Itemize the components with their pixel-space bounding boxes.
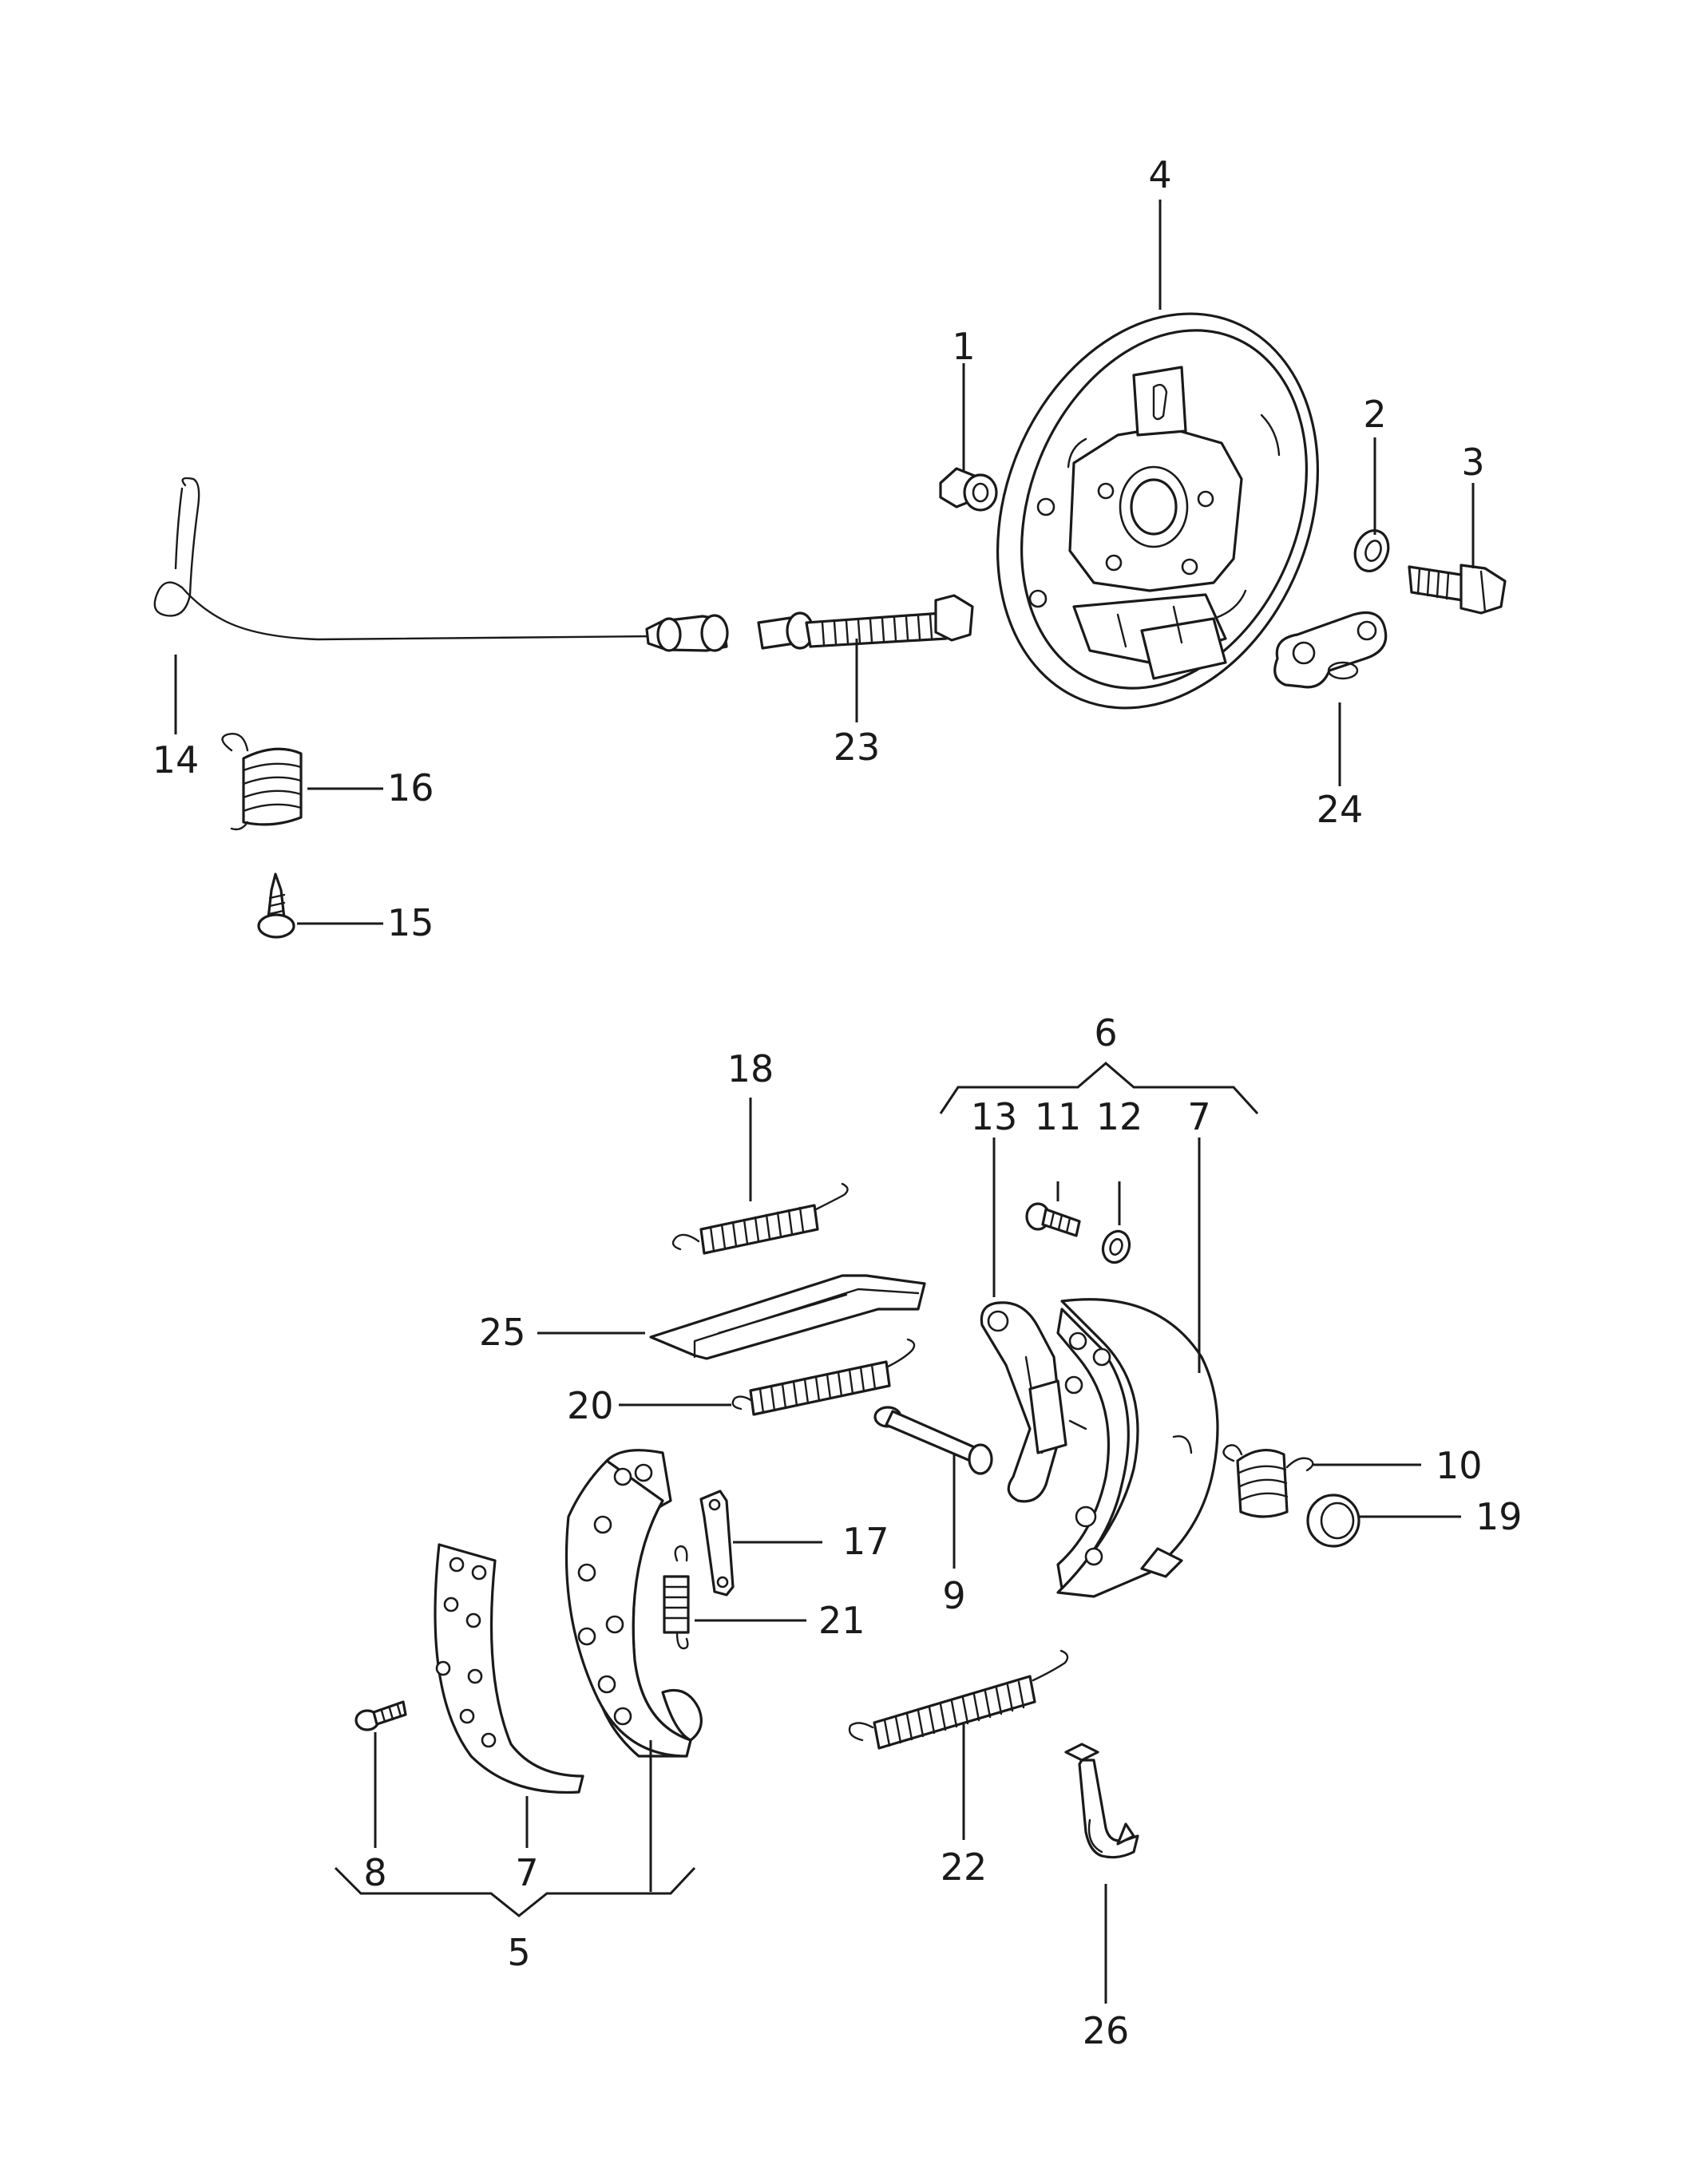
callout-6: 6 [1094,1011,1117,1054]
part-pin-9 [873,1406,993,1475]
part-backing-plate [996,312,1319,710]
callout-21: 21 [818,1599,865,1642]
callout-5: 5 [507,1931,530,1974]
callout-25: 25 [479,1311,526,1354]
leader-lines [174,200,1475,2004]
part-washer-12 [1101,1229,1131,1264]
part-screw-15 [257,872,295,939]
callout-19: 19 [1475,1495,1523,1538]
part-small-bolt [1025,1202,1081,1237]
part-coil-spring-10 [1222,1444,1314,1518]
callout-16: 16 [387,766,434,809]
part-cable-clamp [1273,611,1388,689]
callout-1: 1 [952,325,975,368]
callout-7-upper: 7 [1187,1095,1210,1138]
callout-14: 14 [152,738,200,781]
callout-2: 2 [1363,393,1386,436]
callout-8: 8 [363,1851,386,1894]
part-clip [1064,1743,1139,1859]
part-spring-22 [848,1649,1069,1750]
part-coil-spring-16 [221,733,303,831]
part-spring-20 [731,1338,916,1416]
part-adjuster-strut [649,1274,926,1360]
part-handbrake-cable [153,477,974,652]
part-brake-shoe-right [1056,1298,1219,1598]
callout-13: 13 [971,1095,1018,1138]
callout-12: 12 [1096,1095,1143,1138]
part-brake-shoe-left [564,1449,703,1758]
callout-15: 15 [387,901,434,944]
part-screw-8 [354,1700,407,1731]
part-hex-bolt [1408,564,1507,615]
callout-7-lower: 7 [515,1851,538,1894]
part-grommet [939,467,998,512]
callout-24: 24 [1317,788,1364,831]
part-spring-21 [663,1545,690,1650]
callout-10: 10 [1436,1444,1483,1487]
callout-9: 9 [942,1574,965,1617]
callout-26: 26 [1083,2009,1130,2052]
callout-3: 3 [1461,441,1484,484]
callout-20: 20 [567,1384,614,1427]
callout-4: 4 [1148,153,1171,196]
part-bushing [1306,1494,1360,1548]
part-brake-lining [434,1543,584,1794]
part-spring-18 [671,1182,849,1255]
callout-23: 23 [834,726,881,769]
part-lever-plate [699,1490,735,1596]
callout-22: 22 [941,1846,988,1889]
callout-17: 17 [842,1520,889,1563]
part-handbrake-lever [980,1301,1067,1503]
part-spring-washer [1353,529,1390,572]
callout-18: 18 [727,1047,774,1090]
callout-11: 11 [1035,1095,1082,1138]
callout-labels: 1 2 3 4 5 6 7 7 8 9 10 11 12 13 14 15 16… [152,153,1523,2052]
